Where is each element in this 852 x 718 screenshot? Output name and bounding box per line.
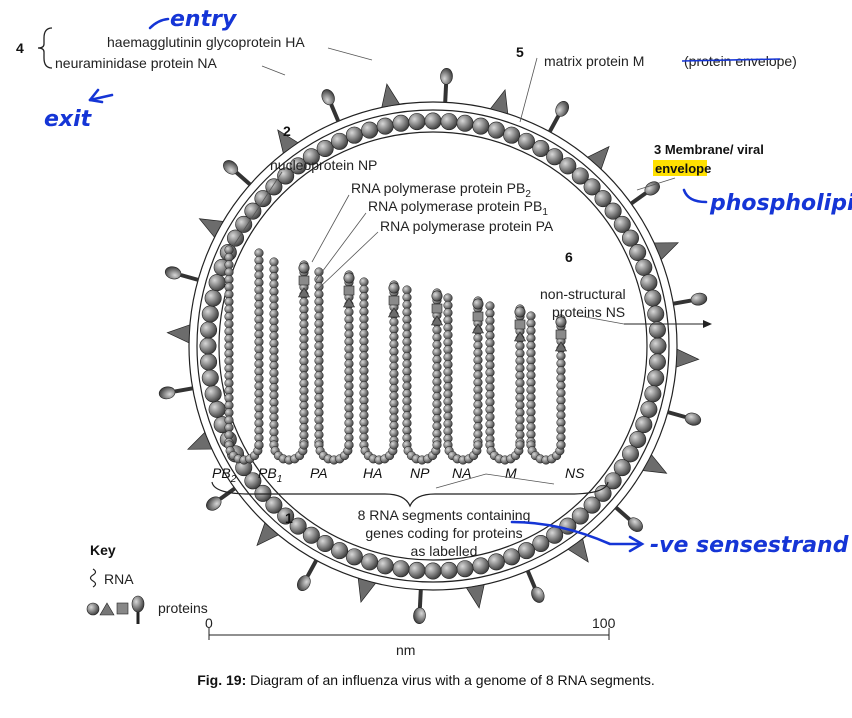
- scale-end: 100: [592, 615, 616, 631]
- viral-envelope: [188, 101, 678, 591]
- hand-entry: entry: [170, 7, 238, 32]
- circle-protein-icon: [86, 602, 100, 616]
- exit-arrowhead: [88, 88, 104, 104]
- label-segments-1: 8 RNA segments containing: [358, 507, 531, 523]
- figure-caption: Fig. 19: Diagram of an influenza virus w…: [197, 672, 655, 688]
- surface-proteins: [158, 68, 708, 624]
- label-ns-line1: non-structural: [540, 286, 626, 302]
- scale-bar: 0 100 nm: [205, 615, 616, 658]
- exit-arrow: [88, 93, 114, 102]
- scale-start: 0: [205, 615, 213, 631]
- label-4-brace: [37, 27, 53, 69]
- leader-lines: [231, 47, 712, 489]
- label-5-number: 5: [516, 44, 524, 60]
- neg-sense-arrow: [510, 520, 642, 546]
- label-ha: haemagglutinin glycoprotein HA: [107, 34, 305, 50]
- triangle-protein-icon: [99, 602, 115, 616]
- label-na: neuraminidase protein NA: [55, 55, 218, 71]
- strikethrough-line: [681, 58, 781, 62]
- segment-label-ns: NS: [565, 465, 585, 481]
- segments-brace: [211, 481, 609, 508]
- label-membrane: 3 Membrane/ viral: [654, 142, 764, 157]
- highlight-envelope: [653, 160, 707, 176]
- square-protein-icon: [116, 602, 129, 615]
- key: Key RNA proteins: [86, 542, 208, 624]
- rna-squiggle-icon: [89, 568, 97, 588]
- label-envelope: envelope: [655, 161, 711, 176]
- neg-sense-arrowhead: [628, 535, 645, 553]
- label-pb1: RNA polymerase protein PB1: [368, 198, 548, 218]
- handwritten-annotations: entry exit phospholipid -ve sensestrand: [44, 7, 852, 558]
- label-1-number: 1: [285, 510, 293, 526]
- label-matrix-struck: (protein envelope): [684, 53, 797, 69]
- label-segments-2: genes coding for proteins: [365, 525, 522, 541]
- key-proteins: proteins: [158, 600, 208, 616]
- spike-protein-icon: [131, 595, 145, 624]
- segment-label-ha: HA: [363, 465, 382, 481]
- key-title: Key: [90, 542, 116, 558]
- label-2-number: 2: [283, 123, 291, 139]
- label-segments-3: as labelled: [411, 543, 478, 559]
- label-ns-line2: proteins NS: [552, 304, 625, 320]
- rna-segments: [224, 245, 568, 465]
- segment-label-pb2: PB2: [212, 465, 237, 485]
- label-np: nucleoprotein NP: [270, 157, 377, 173]
- hand-exit: exit: [44, 107, 93, 132]
- phospholipid-stroke: [682, 188, 708, 204]
- label-pa: RNA polymerase protein PA: [380, 218, 554, 234]
- segment-label-np: NP: [410, 465, 430, 481]
- entry-stroke: [148, 17, 170, 30]
- hand-phospholipid: phospholipid: [709, 191, 852, 216]
- scale-unit: nm: [396, 642, 415, 658]
- segment-label-pb1: PB1: [258, 465, 282, 485]
- hand-neg-sense: -ve sensestrand: [650, 533, 849, 558]
- label-matrix: matrix protein M: [544, 53, 644, 69]
- matrix-protein-layer: [199, 112, 667, 580]
- label-6-number: 6: [565, 249, 573, 265]
- key-rna: RNA: [104, 571, 134, 587]
- label-4-number: 4: [16, 40, 24, 56]
- segment-label-na: NA: [452, 465, 471, 481]
- inner-membrane: [218, 131, 648, 561]
- segment-label-pa: PA: [310, 465, 328, 481]
- label-pb2: RNA polymerase protein PB2: [351, 180, 531, 200]
